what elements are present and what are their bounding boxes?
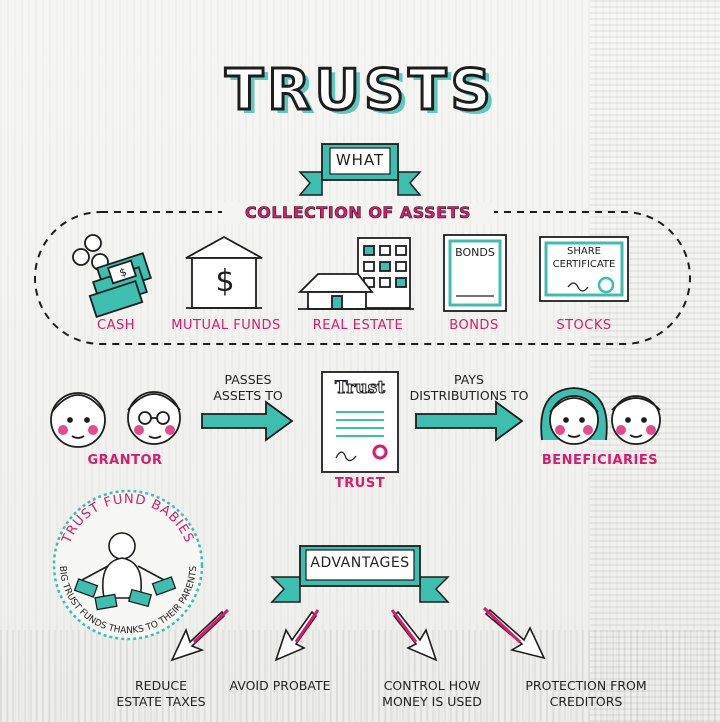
advantage-control-money: CONTROL HOW MONEY IS USED [370,678,494,710]
trust-label: TRUST [334,476,386,491]
napkin-texture-bottom [0,630,720,722]
bonds-inner-text: BONDS [455,246,495,259]
napkin-texture-right [590,0,720,722]
asset-label-cash: CASH [97,318,135,333]
trust-document-icon [321,371,399,473]
stocks-inner-text: SHARE CERTIFICATE [540,245,628,271]
what-banner [298,143,422,196]
advantage-3-line1: CONTROL HOW [383,678,481,693]
asset-label-stocks: STOCKS [556,318,612,333]
advantage-avoid-probate: AVOID PROBATE [222,678,338,694]
advantages-banner [270,545,450,603]
stocks-inner-line1: SHARE [567,246,601,257]
advantage-1-line1: REDUCE [135,678,187,693]
advantage-1-line2: ESTATE TAXES [116,694,206,709]
advantage-4-line2: CREDITORS [549,694,623,709]
trust-document-title: Trust [334,378,386,399]
advantage-reduce-estate-taxes: REDUCE ESTATE TAXES [96,678,226,710]
collection-title: COLLECTION OF ASSETS [244,203,471,223]
advantage-4-line1: PROTECTION FROM [525,678,647,693]
trust-fund-babies-badge: TRUST FUND BABIES BIG TRUST FUNDS THANKS… [52,489,204,641]
passes-line1: PASSES [224,372,272,387]
what-label: WHAT [335,151,385,169]
house-apartment-icon [297,237,414,310]
stocks-inner-line2: CERTIFICATE [552,259,616,270]
page-title: TRUSTS [224,57,495,125]
share-certificate-icon [539,236,629,302]
passes-line2: ASSETS TO [213,388,283,403]
pays-line2: DISTRIBUTIONS TO [409,388,529,403]
grantor-faces-icon [50,391,181,448]
passes-assets-label: PASSES ASSETS TO [196,372,300,404]
asset-label-bonds: BONDS [449,318,499,333]
pays-arrow [415,400,524,442]
dollar-sign: $ [215,264,235,299]
advantage-3-line2: MONEY IS USED [382,694,482,709]
beneficiaries-faces-icon [540,387,661,445]
beneficiaries-label: BENEFICIARIES [541,453,659,468]
passes-arrow [201,400,294,442]
grantor-label: GRANTOR [87,453,163,468]
pays-line1: PAYS [454,372,484,387]
advantage-protection-creditors: PROTECTION FROM CREDITORS [510,678,662,710]
advantage-arrows [170,606,546,662]
cash-icon [72,234,152,319]
asset-label-real-estate: REAL ESTATE [312,318,404,333]
pays-distributions-label: PAYS DISTRIBUTIONS TO [406,372,532,404]
asset-label-mutual-funds: MUTUAL FUNDS [171,318,281,333]
bond-certificate-icon [443,234,507,312]
bank-building-icon [185,235,263,309]
advantage-2-line1: AVOID PROBATE [229,678,331,693]
advantages-label: ADVANTAGES [310,555,410,571]
